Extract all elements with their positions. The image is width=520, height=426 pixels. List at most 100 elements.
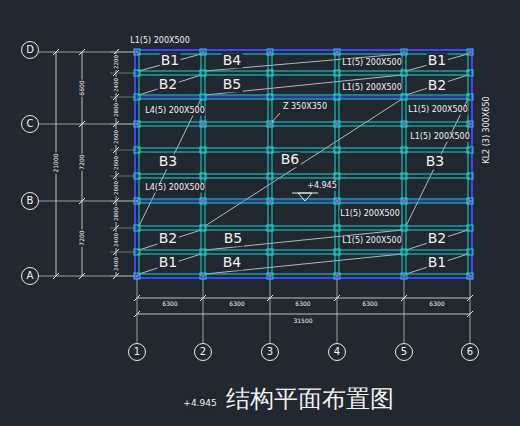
dim-extension: [110, 52, 137, 53]
column: [401, 249, 407, 255]
slab-diagonal: [205, 99, 402, 226]
dimension: 7200: [79, 153, 86, 170]
dim-extension: [110, 73, 137, 74]
beam-line: [137, 254, 470, 255]
column: [200, 49, 206, 55]
column: [401, 121, 407, 127]
column: [401, 147, 407, 153]
slab-diagonal: [406, 75, 468, 95]
slab-label: B5: [222, 77, 243, 92]
grid-point: [268, 199, 271, 202]
column: [267, 70, 273, 76]
grid-point: [335, 122, 338, 125]
grid-point: [335, 274, 338, 277]
column: [401, 49, 407, 55]
dimension: 6300: [428, 301, 445, 308]
grid-point: [468, 199, 471, 202]
column: [401, 173, 407, 179]
dimension: 2200: [113, 54, 119, 70]
dim-tick: [134, 311, 140, 317]
dim-extension: [110, 97, 137, 98]
axis-line: [39, 276, 137, 277]
dimension: 2600: [113, 129, 119, 145]
beam-line: [137, 203, 470, 204]
axis-label: 3: [267, 347, 273, 357]
dim-tick: [267, 295, 273, 301]
slab-diagonal: [406, 230, 468, 250]
dim-extension: [110, 124, 137, 125]
axis-bubble: C: [21, 115, 39, 133]
column: [200, 198, 206, 204]
grid-point: [468, 274, 471, 277]
column: [467, 70, 473, 76]
beam-label: L1(5) 200X500: [341, 237, 402, 246]
axis-label: 5: [401, 347, 407, 357]
dimension: 2400: [113, 256, 119, 272]
beam-line: [137, 71, 470, 72]
dim-tick: [53, 273, 59, 279]
column: [267, 249, 273, 255]
beam-line: [137, 250, 470, 251]
column: [467, 147, 473, 153]
column: [267, 225, 273, 231]
dim-tick: [79, 49, 85, 55]
column: [334, 273, 340, 279]
slab-label: B5: [223, 231, 244, 246]
column: [401, 94, 407, 100]
dimension: 6300: [294, 301, 311, 308]
beam-label: L4(5) 200X500: [144, 184, 205, 193]
column: [467, 198, 473, 204]
slab-diagonal: [205, 75, 402, 95]
dim-extension: [110, 150, 137, 151]
dim-tick: [134, 295, 140, 301]
dim-tick: [200, 295, 206, 301]
column: [334, 225, 340, 231]
dim-extension: [110, 252, 137, 253]
beam-label: L1(5) 200X500: [407, 106, 468, 115]
frame-beam: [135, 50, 472, 278]
grid-point: [201, 50, 204, 53]
slab-diagonal: [406, 254, 468, 274]
column: [334, 198, 340, 204]
dim-line: [137, 298, 470, 299]
slab-label: B1: [427, 53, 448, 68]
column: [200, 225, 206, 231]
axis-line: [337, 276, 338, 343]
axis-bubble: 5: [395, 343, 413, 361]
slab-label: B2: [427, 231, 448, 246]
axis-label: C: [27, 119, 34, 129]
axis-bubble: 1: [128, 343, 146, 361]
slab-diagonal: [205, 54, 402, 71]
axis-bubble: 4: [328, 343, 346, 361]
column: [334, 94, 340, 100]
axis-line: [270, 276, 271, 343]
axis-label: B: [27, 196, 34, 206]
grid-point: [402, 274, 405, 277]
beam-line: [137, 230, 470, 231]
beam-line: [335, 52, 336, 276]
column: [200, 173, 206, 179]
dimension: 6300: [161, 301, 178, 308]
dim-tick: [467, 295, 473, 301]
dim-extension: [110, 276, 137, 277]
grid-point: [268, 50, 271, 53]
frame-beam: [137, 200, 470, 201]
dim-extension: [110, 176, 137, 177]
elevation-symbol: [298, 193, 312, 201]
slab-diagonal: [406, 54, 468, 71]
column: [467, 225, 473, 231]
slab-label: B2: [427, 78, 448, 93]
slab-label: B4: [222, 53, 243, 68]
beam-line: [139, 52, 140, 276]
grid-point: [402, 199, 405, 202]
grid-point: [201, 122, 204, 125]
axis-bubble: D: [21, 41, 39, 59]
slab-diagonal: [139, 75, 201, 95]
dimension: 2400: [113, 77, 119, 93]
beam-line: [137, 126, 470, 127]
beam-label: KL2 (3) 300X650: [483, 95, 492, 164]
dim-tick: [79, 198, 85, 204]
leader-line: [272, 113, 280, 122]
column: [467, 173, 473, 179]
column: [334, 249, 340, 255]
